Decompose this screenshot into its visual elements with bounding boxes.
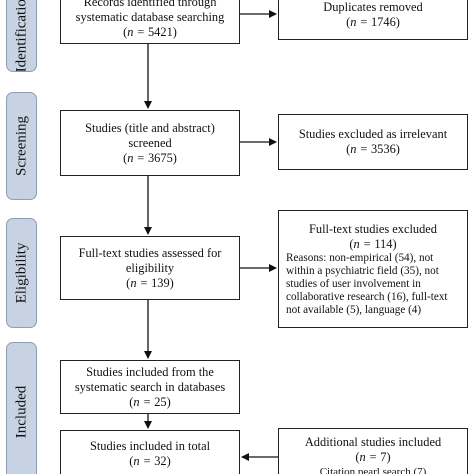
phase-identification: Identification bbox=[6, 0, 37, 72]
records-title: Records identified through systematic da… bbox=[75, 0, 225, 24]
box-included-search: Studies included from the systematic sea… bbox=[60, 360, 240, 414]
phase-screening-label: Screening bbox=[13, 116, 29, 176]
fulltext-excluded-title: Full-text studies excluded bbox=[308, 221, 437, 236]
box-fulltext-excluded: Full-text studies excluded (n = 114) Rea… bbox=[278, 210, 468, 328]
included-search-count: (n = 25) bbox=[129, 394, 171, 409]
box-records-identified: Records identified through systematic da… bbox=[60, 0, 240, 44]
excluded-irrelevant-title: Studies excluded as irrelevant bbox=[298, 127, 448, 141]
fulltext-excluded-reasons: Reasons: non-empirical (54), not within … bbox=[286, 251, 448, 316]
box-included-total: Studies included in total (n = 32) bbox=[60, 430, 240, 474]
additional-count: (n = 7) bbox=[355, 450, 391, 464]
phase-included: Included bbox=[6, 342, 37, 474]
additional-title: Additional studies included bbox=[304, 435, 442, 449]
excluded-irrelevant-count: (n = 3536) bbox=[346, 142, 400, 156]
box-fulltext-assessed: Full-text studies assessed for eligibili… bbox=[60, 236, 240, 300]
phase-screening: Screening bbox=[6, 92, 37, 200]
screened-title: Studies (title and abstract) screened bbox=[85, 120, 215, 150]
duplicates-count: (n = 1746) bbox=[346, 15, 400, 29]
records-count: (n = 5421) bbox=[123, 24, 177, 39]
included-total-count: (n = 32) bbox=[129, 454, 171, 468]
box-additional-studies: Additional studies included (n = 7) Cita… bbox=[278, 428, 468, 474]
box-excluded-irrelevant: Studies excluded as irrelevant (n = 3536… bbox=[278, 114, 468, 170]
box-duplicates-removed: Duplicates removed (n = 1746) bbox=[278, 0, 468, 40]
phase-included-label: Included bbox=[13, 385, 29, 439]
phase-eligibility: Eligibility bbox=[6, 218, 37, 328]
duplicates-title: Duplicates removed bbox=[323, 0, 423, 14]
box-screened: Studies (title and abstract) screened (n… bbox=[60, 110, 240, 176]
screened-count: (n = 3675) bbox=[123, 150, 177, 165]
fulltext-assessed-count: (n = 139) bbox=[126, 275, 174, 290]
fulltext-assessed-title: Full-text studies assessed for eligibili… bbox=[78, 245, 222, 275]
fulltext-excluded-count: (n = 114) bbox=[349, 236, 397, 251]
additional-note: Citation pearl search (7) bbox=[319, 466, 427, 474]
phase-eligibility-label: Eligibility bbox=[13, 242, 29, 304]
included-total-title: Studies included in total bbox=[89, 439, 211, 453]
phase-identification-label: Identification bbox=[13, 0, 29, 72]
included-search-title: Studies included from the systematic sea… bbox=[74, 364, 226, 394]
